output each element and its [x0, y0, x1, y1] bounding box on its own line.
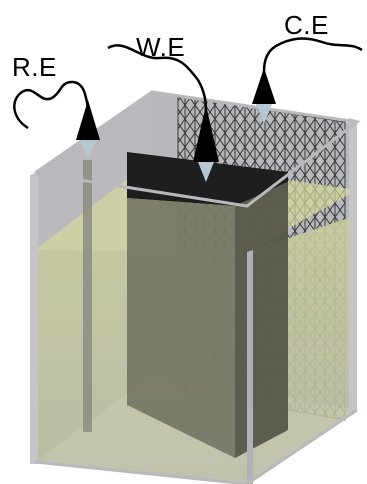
reference-electrode-rod	[83, 160, 92, 432]
counter-electrode-tip	[256, 104, 272, 124]
container-rim	[34, 90, 361, 208]
counter-electrode-wire	[262, 37, 363, 73]
counter-electrode-label: C.E	[284, 10, 329, 40]
working-electrode-label: W.E	[136, 32, 186, 62]
reference-electrode-wire	[13, 80, 90, 130]
counter-electrode-arrowhead	[252, 68, 276, 104]
reference-electrode-arrowhead	[76, 100, 100, 140]
working-electrode-wire	[107, 44, 208, 111]
container-bottom-edge	[34, 408, 358, 484]
reference-electrode-tip	[80, 140, 96, 160]
working-electrode-arrowhead	[193, 105, 219, 162]
container-left-edge	[30, 172, 38, 464]
reference-electrode-label: R.E	[12, 52, 57, 82]
working-electrode-side	[235, 182, 288, 458]
working-electrode-tip	[198, 162, 214, 182]
container-right-edge	[349, 118, 357, 410]
container-front-right-edge	[247, 250, 253, 484]
